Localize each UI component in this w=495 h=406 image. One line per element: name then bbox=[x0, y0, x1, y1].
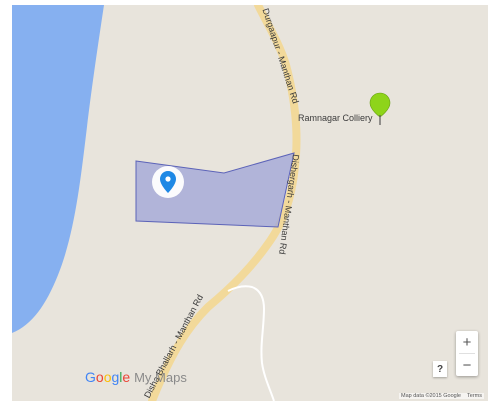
my-maps-label: My Maps bbox=[134, 370, 187, 385]
zoom-control: + − bbox=[456, 331, 478, 376]
google-my-maps-logo: Google My Maps bbox=[85, 369, 187, 385]
river-water bbox=[12, 5, 104, 333]
help-button[interactable]: ? bbox=[433, 361, 447, 377]
zoom-in-button[interactable]: + bbox=[462, 333, 472, 351]
blue-location-marker bbox=[152, 166, 184, 198]
map-attribution: Map data ©2015 Google Terms bbox=[398, 393, 484, 399]
zoom-divider bbox=[459, 353, 475, 354]
map-data-text: Map data ©2015 Google bbox=[400, 393, 461, 399]
logo-letter: o bbox=[95, 369, 104, 385]
logo-letter: G bbox=[85, 369, 96, 385]
logo-letter: l bbox=[119, 369, 123, 385]
map-canvas[interactable]: Durgaapur - Manthan Rd Dishergarh - Mant… bbox=[12, 5, 488, 401]
place-label-ramnagar-colliery: Ramnagar Colliery bbox=[298, 113, 373, 123]
logo-letter: o bbox=[103, 369, 112, 385]
logo-letter: g bbox=[111, 369, 120, 385]
logo-letter: e bbox=[122, 369, 131, 385]
main-road bbox=[148, 5, 301, 401]
zoom-out-button[interactable]: − bbox=[462, 356, 472, 374]
minor-road bbox=[227, 285, 275, 401]
green-pin-marker bbox=[369, 92, 391, 125]
map-base-layer bbox=[12, 5, 391, 401]
terms-link[interactable]: Terms bbox=[467, 393, 482, 399]
